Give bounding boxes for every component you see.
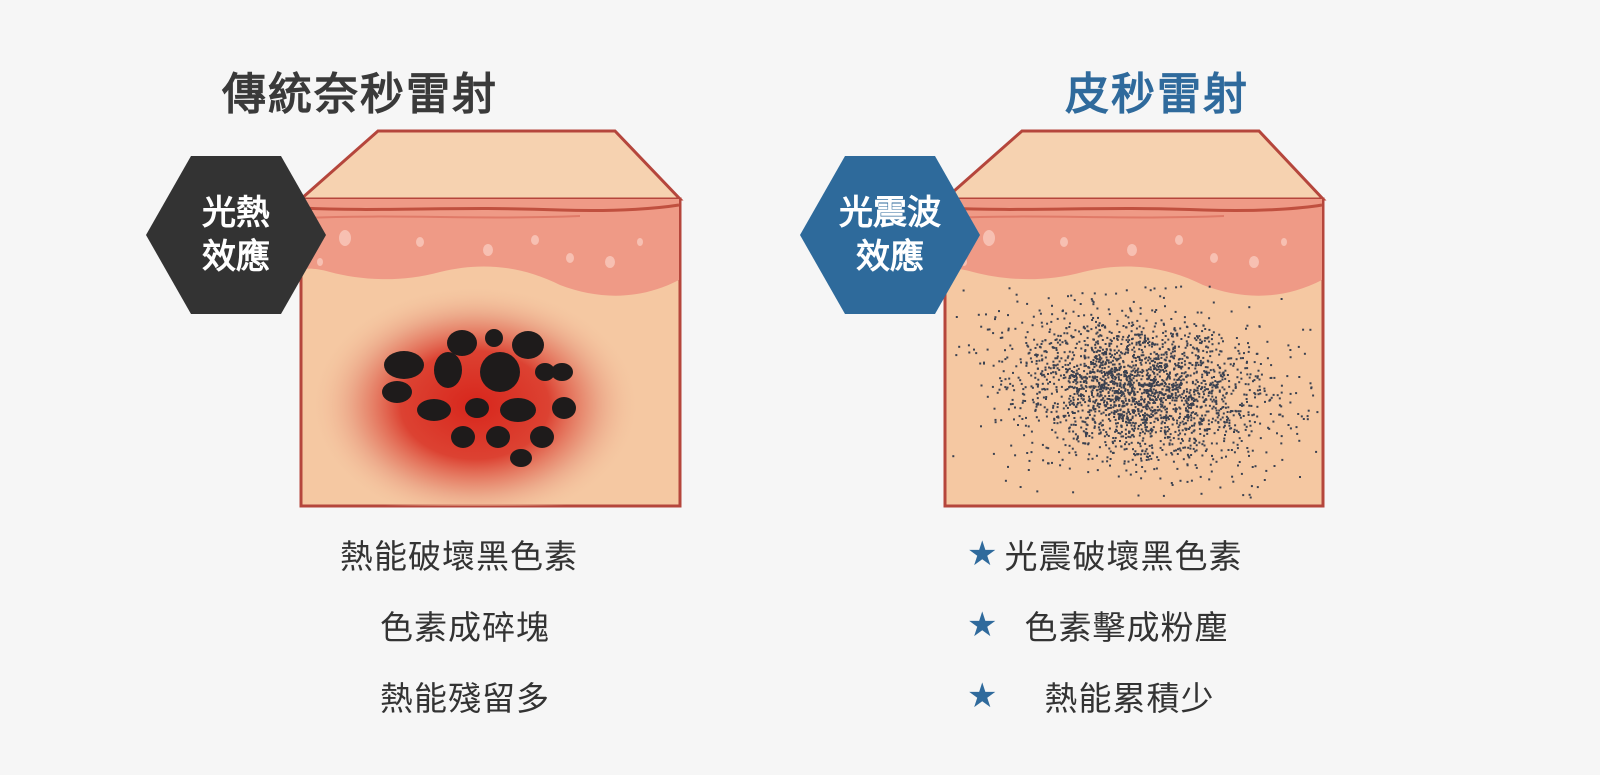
- list-item: ★ 熱能累積少: [967, 676, 1215, 718]
- list-item: 熱能破壞黑色素: [340, 537, 578, 576]
- panel-title: 傳統奈秒雷射: [222, 69, 498, 120]
- pigment-chunks: [382, 329, 576, 467]
- traditional-laser-panel: 傳統奈秒雷射: [146, 69, 684, 718]
- pigment-dust: [952, 285, 1319, 499]
- skin-illustration: [941, 129, 1327, 508]
- panel-title: 皮秒雷射: [1065, 69, 1249, 120]
- badge-line1: 光震波: [839, 193, 941, 233]
- picosecond-laser-panel: 皮秒雷射 光震波 效應 ★ 光震破壞黑色素 ★ 色: [800, 0, 1600, 775]
- star-icon: ★: [967, 605, 999, 645]
- skin-top-face: [297, 129, 684, 201]
- star-icon: ★: [967, 676, 999, 716]
- badge-line2: 效應: [202, 237, 270, 277]
- skin-top-face: [941, 129, 1327, 201]
- list-item: ★ 光震破壞黑色素: [967, 534, 1243, 576]
- badge-line1: 光熱: [202, 193, 270, 233]
- star-icon: ★: [967, 534, 999, 574]
- list-item: 熱能殘留多: [380, 679, 550, 718]
- skin-illustration: [297, 129, 684, 508]
- list-item: 色素成碎塊: [380, 608, 550, 647]
- badge-line2: 效應: [856, 237, 924, 277]
- list-item: ★ 色素擊成粉塵: [967, 605, 1229, 647]
